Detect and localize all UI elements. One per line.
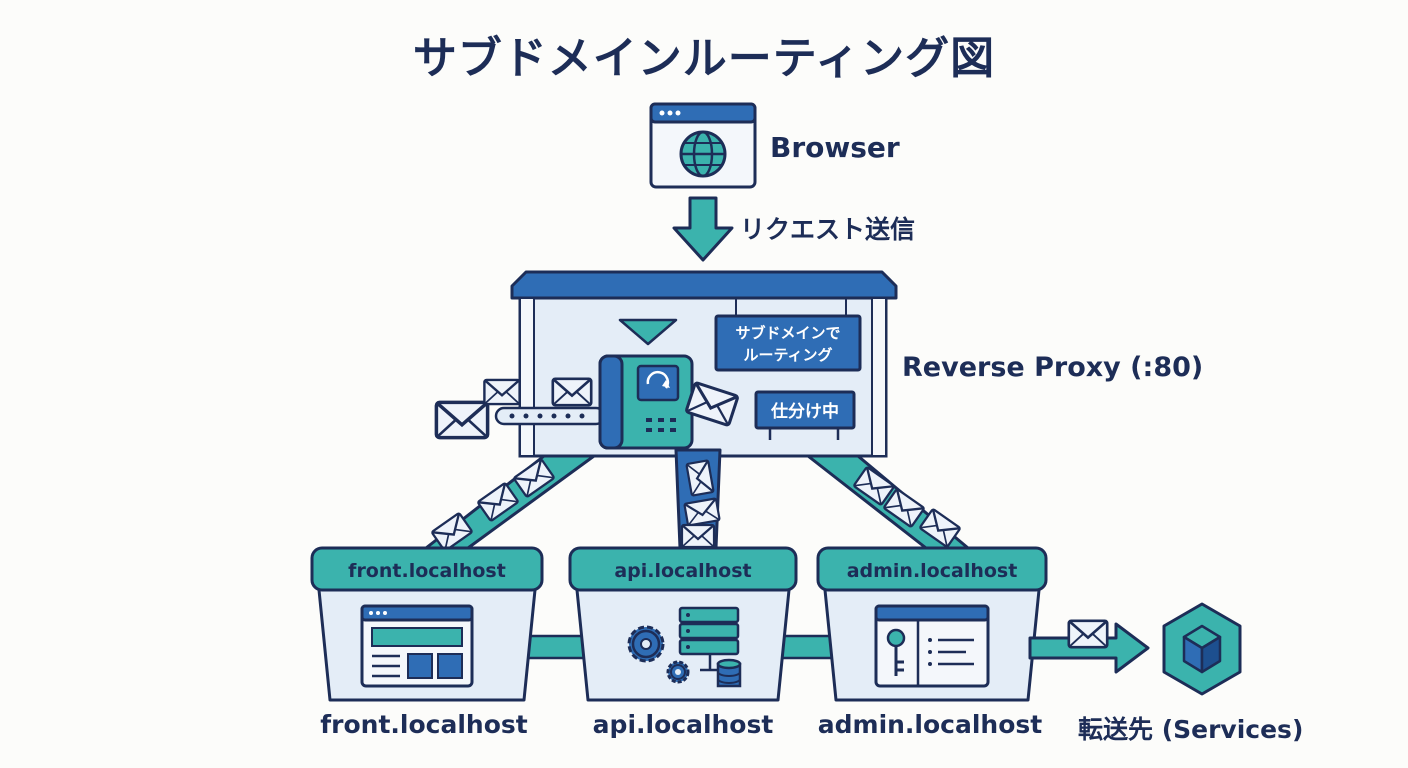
status-sign: 仕分け中 [770, 401, 839, 422]
server-icon [678, 606, 740, 672]
reverse-proxy-building: サブドメインで ルーティング 仕分け中 [494, 270, 898, 458]
connector-front-api [524, 634, 586, 660]
chute-admin [806, 454, 970, 550]
service-header-admin: admin.localhost [847, 560, 1018, 582]
browser-label: Browser [770, 131, 900, 164]
service-header-front: front.localhost [348, 560, 506, 582]
service-bin-api: api.localhost [568, 546, 798, 702]
globe-icon [679, 130, 727, 178]
destination-label: 転送先 (Services) [1078, 715, 1304, 744]
web-layout-icon [360, 604, 474, 688]
browser-icon [649, 102, 757, 189]
forward-arrow [1028, 619, 1150, 674]
reverse-proxy-label: Reverse Proxy (:80) [902, 352, 1204, 383]
service-caption-front: front.localhost [320, 710, 528, 739]
service-caption-admin: admin.localhost [817, 710, 1043, 739]
database-icon [716, 658, 742, 688]
routing-sign-line2: ルーティング [743, 346, 832, 364]
service-header-api: api.localhost [614, 560, 751, 582]
chute-api [674, 448, 722, 550]
request-label: リクエスト送信 [740, 215, 916, 244]
service-bin-front: front.localhost [310, 546, 544, 702]
chute-front [424, 454, 596, 553]
sorting-machine-icon [598, 354, 694, 450]
routing-sign-line1: サブドメインで [735, 324, 840, 342]
request-arrow [672, 196, 734, 262]
service-caption-api: api.localhost [592, 710, 774, 739]
key-icon [886, 628, 906, 676]
service-bin-admin: admin.localhost [816, 546, 1048, 702]
services-cube-icon [1162, 602, 1242, 696]
gear-icon [627, 625, 690, 684]
admin-panel-icon [874, 604, 990, 688]
diagram-title: サブドメインルーティング図 [412, 33, 996, 84]
